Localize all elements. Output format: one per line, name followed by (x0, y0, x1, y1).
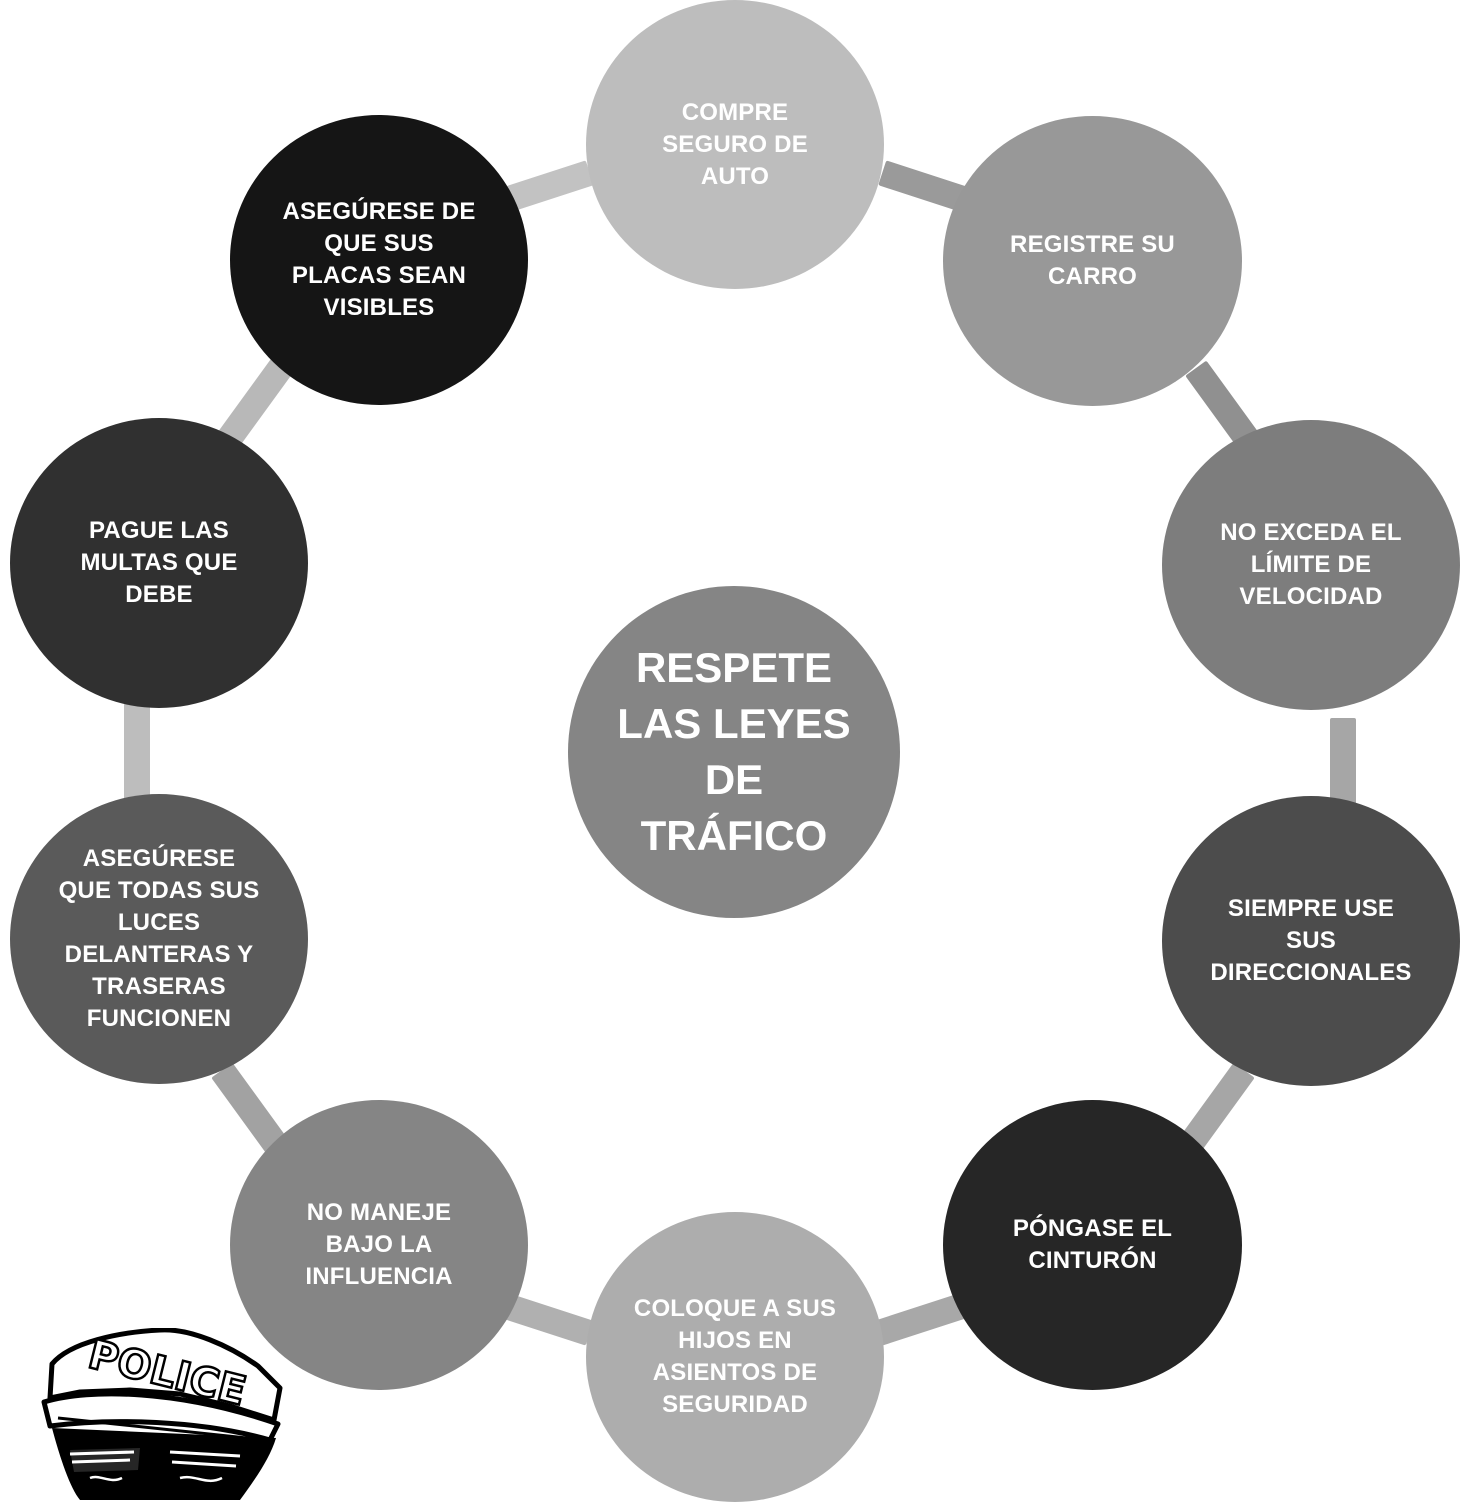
node-cinturon: PÓNGASE EL CINTURÓN (943, 1100, 1242, 1390)
center-label: RESPETE LAS LEYES DE TRÁFICO (617, 644, 851, 859)
node-compre-seguro: COMPRE SEGURO DE AUTO (586, 0, 884, 289)
node-label: NO EXCEDA EL LÍMITE DE VELOCIDAD (1220, 519, 1402, 610)
node-no-maneje: NO MANEJE BAJO LA INFLUENCIA (230, 1100, 528, 1390)
node-label: COLOQUE A SUS HIJOS EN ASIENTOS DE SEGUR… (633, 1295, 837, 1418)
node-label: ASEGÚRESE DE QUE SUS PLACAS SEAN VISIBLE… (282, 198, 476, 321)
node-asientos: COLOQUE A SUS HIJOS EN ASIENTOS DE SEGUR… (586, 1212, 884, 1502)
node-no-exceda: NO EXCEDA EL LÍMITE DE VELOCIDAD (1162, 420, 1460, 710)
node-label: PÓNGASE EL CINTURÓN (1012, 1215, 1173, 1274)
node-luces: ASEGÚRESE QUE TODAS SUS LUCES DELANTERAS… (10, 794, 308, 1084)
node-multas: PAGUE LAS MULTAS QUE DEBE (10, 418, 308, 708)
node-label: REGISTRE SU CARRO (1010, 231, 1175, 290)
node-direccionales: SIEMPRE USE SUS DIRECCIONALES (1162, 796, 1460, 1086)
node-label: NO MANEJE BAJO LA INFLUENCIA (305, 1199, 453, 1290)
node-placas: ASEGÚRESE DE QUE SUS PLACAS SEAN VISIBLE… (230, 115, 528, 405)
node-label: ASEGÚRESE QUE TODAS SUS LUCES DELANTERAS… (58, 845, 260, 1032)
node-label: SIEMPRE USE SUS DIRECCIONALES (1210, 895, 1412, 986)
node-label: PAGUE LAS MULTAS QUE DEBE (80, 517, 238, 608)
node-registre-carro: REGISTRE SU CARRO (943, 116, 1242, 406)
police-officer-drawing: POLICE (41, 1328, 283, 1500)
center-node: RESPETE LAS LEYES DE TRÁFICO (568, 586, 900, 918)
node-label: COMPRE SEGURO DE AUTO (662, 98, 808, 190)
connector (124, 703, 150, 803)
